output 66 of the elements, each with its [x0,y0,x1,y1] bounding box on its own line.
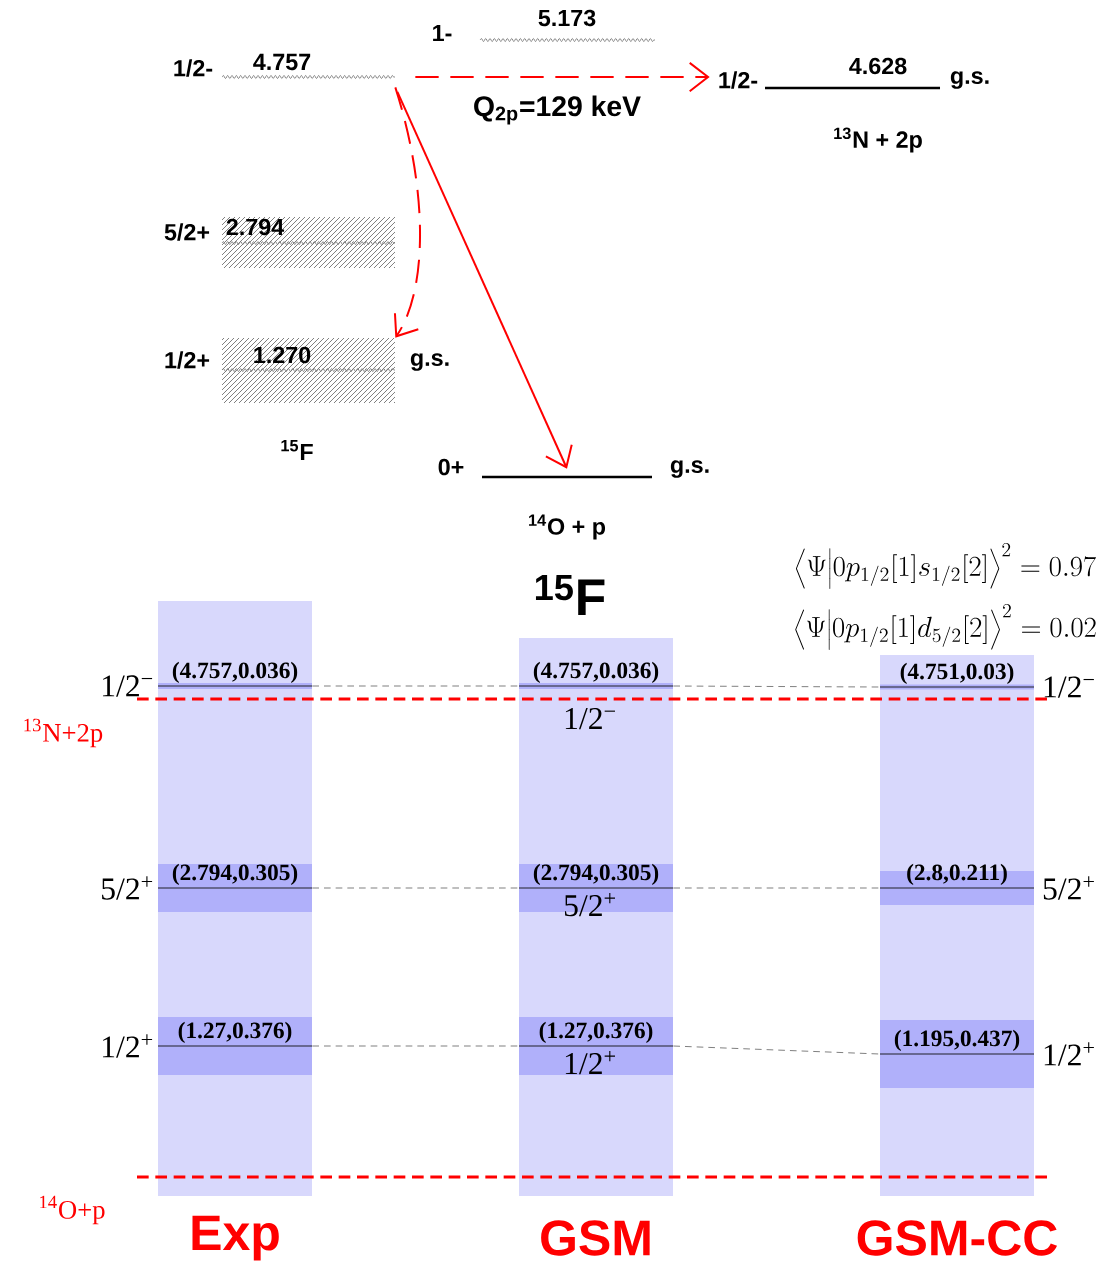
spin-label: 1/2$^{+}$ [1044,1042,1094,1066]
state-label: g.s. [950,71,989,89]
overlap-formula: $\left\langle \Psi \middle| 0p_{1/2}[1]s_{1/2}[2] \right\rangle^{2} = 0.97$ [795,543,1096,589]
dashed-connector [311,1045,520,1047]
energy-value: 2.794 [226,218,285,236]
overlap-formula: $\left\langle \Psi \middle| 0p_{1/2}[1]d_{5/2}[2] \right\rangle^{2} = 0.02$ [795,604,1096,650]
energy-value: 1.270 [254,346,311,364]
energy-level [221,75,396,79]
level-value: (4.757,0.036) [533,661,659,683]
spin-label: 1/2- [174,59,213,77]
spin-label: 1/2$^{−}$ [102,675,153,697]
resonance-band [157,683,313,689]
dashed-connector [311,685,520,687]
energy-level [221,368,396,372]
spin-label: 1- [433,25,452,42]
spin-label: 5/2$^{+}$ [1043,876,1094,900]
column-heading: Exp [192,1215,279,1261]
level-value: (2.794,0.305) [533,863,659,885]
nucleus-label: $^{14}$O + p [529,514,606,540]
nucleus-label: $^{15}$F [281,440,313,460]
dashed-connector [672,1045,881,1055]
energy-level [221,241,396,245]
energy-value: 5.173 [538,9,596,27]
state-label: g.s. [410,353,449,371]
spin-label: 1/2+ [165,351,210,369]
threshold-label: $^{13}$N+2p [24,718,103,748]
energy-value: g.s. [670,460,709,478]
resonance-band [879,684,1035,690]
energy-value: 4.628 [849,57,907,75]
spin-label: 1/2$^{+}$ [102,1034,153,1058]
level-value: (4.751,0.03) [900,662,1014,684]
spin-label: 5/2$^{+}$ [102,876,153,900]
resonance-band [518,1017,674,1075]
column-heading: GSM-CC [857,1220,1057,1256]
energy-value: 4.757 [253,53,311,71]
resonance-band [157,864,313,912]
spin-label: 1/2- [719,71,758,89]
arrow [393,86,422,338]
edge-label: Q$_{2p}$=129 keV [471,93,643,127]
arrow [414,61,710,93]
level-value: (2.794,0.305) [172,863,298,885]
level-value: (1.195,0.437) [894,1029,1020,1051]
resonance-band [518,683,674,689]
nucleus-label: $^{13}$N + 2p [834,127,922,153]
arrow [396,90,573,469]
resonance-band [879,1020,1035,1088]
level-value: (4.757,0.036) [172,661,298,683]
column-heading: GSM [541,1220,650,1256]
threshold-label: $^{14}$O+p [40,1195,105,1225]
title: $^{15}$F [535,575,605,615]
spin-label: 5/2+ [164,223,210,241]
dashed-connector [672,887,881,889]
spin-label: 1/2$^{−}$ [565,708,615,730]
energy-level [765,86,940,90]
spin-label: 5/2$^{+}$ [564,893,615,917]
spin-label: 0+ [438,458,464,476]
dashed-connector [672,685,881,688]
dashed-connector [311,887,520,889]
spin-label: 1/2$^{+}$ [565,1051,615,1075]
level-value: (2.8,0.211) [907,863,1007,885]
resonance-band [157,1017,313,1075]
level-value: (1.27,0.376) [178,1021,292,1043]
spin-label: 1/2$^{−}$ [1044,676,1094,698]
level-value: (1.27,0.376) [539,1021,653,1043]
energy-level [479,38,656,42]
energy-level [482,475,652,479]
